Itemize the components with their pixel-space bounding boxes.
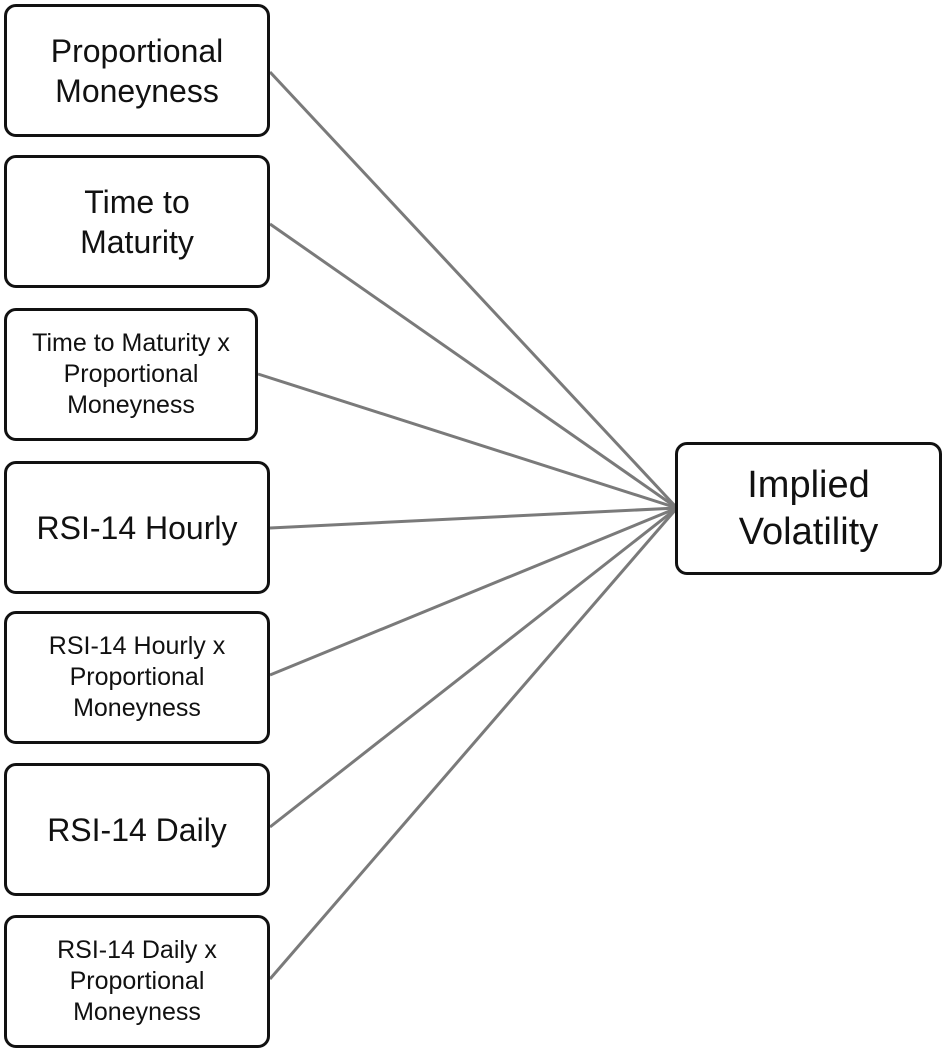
target-label: Implied Volatility bbox=[738, 464, 879, 553]
node-rsi14-hourly-x-moneyness: RSI-14 Hourly x Proportional Moneyness bbox=[4, 611, 270, 744]
node-label: RSI-14 Hourly x Proportional Moneyness bbox=[48, 631, 226, 723]
node-implied-volatility: Implied Volatility bbox=[675, 442, 942, 575]
node-label: Proportional Moneyness bbox=[50, 32, 224, 109]
node-label: Time to Maturity bbox=[80, 183, 194, 260]
node-time-to-maturity-x-moneyness: Time to Maturity x Proportional Moneynes… bbox=[4, 308, 258, 441]
edge-time-to-maturity-x-moneyness bbox=[257, 372, 678, 510]
edge-proportional-moneyness bbox=[268, 70, 679, 510]
node-rsi14-daily-x-moneyness: RSI-14 Daily x Proportional Moneyness bbox=[4, 915, 270, 1048]
node-label: RSI-14 Daily bbox=[47, 811, 227, 848]
node-time-to-maturity: Time to Maturity bbox=[4, 155, 270, 288]
edge-rsi14-daily-x-moneyness bbox=[268, 507, 679, 980]
node-label: Time to Maturity x Proportional Moneynes… bbox=[32, 328, 230, 420]
edge-rsi14-hourly bbox=[269, 506, 678, 530]
node-label: RSI-14 Hourly bbox=[36, 509, 238, 546]
node-rsi14-daily: RSI-14 Daily bbox=[4, 763, 270, 896]
node-rsi14-hourly: RSI-14 Hourly bbox=[4, 461, 270, 594]
edge-rsi14-hourly-x-moneyness bbox=[269, 506, 678, 677]
node-label: RSI-14 Daily x Proportional Moneyness bbox=[57, 935, 217, 1027]
edge-rsi14-daily bbox=[269, 506, 678, 829]
edge-time-to-maturity bbox=[269, 222, 678, 510]
node-proportional-moneyness: Proportional Moneyness bbox=[4, 4, 270, 137]
